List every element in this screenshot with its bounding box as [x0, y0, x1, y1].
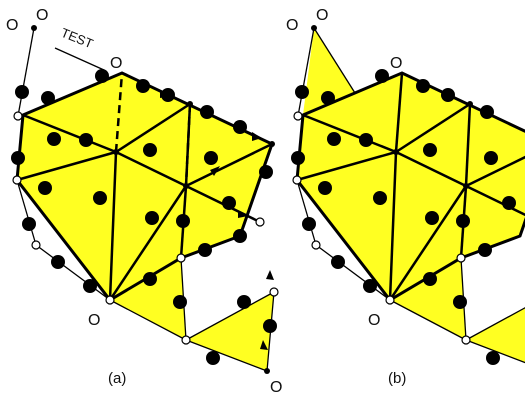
o-marker-b1: O [286, 17, 298, 34]
o-marker-b3: O [390, 55, 402, 72]
o-marker-b2: O [316, 7, 328, 24]
o-marker-b4: O [368, 312, 380, 329]
o-marker-a2: O [36, 7, 48, 24]
o-marker-a3: O [110, 55, 122, 72]
o-marker-a5: O [270, 379, 282, 396]
o-marker-a1: O [6, 17, 18, 34]
o-marker-a4: O [88, 312, 100, 329]
panel-b: (b) O O O O [286, 7, 525, 387]
caption-a: (a) [108, 370, 126, 387]
panel-a: (a) TEST O O O O O [6, 7, 282, 396]
caption-b: (b) [388, 370, 406, 387]
test-label: TEST [59, 25, 95, 51]
